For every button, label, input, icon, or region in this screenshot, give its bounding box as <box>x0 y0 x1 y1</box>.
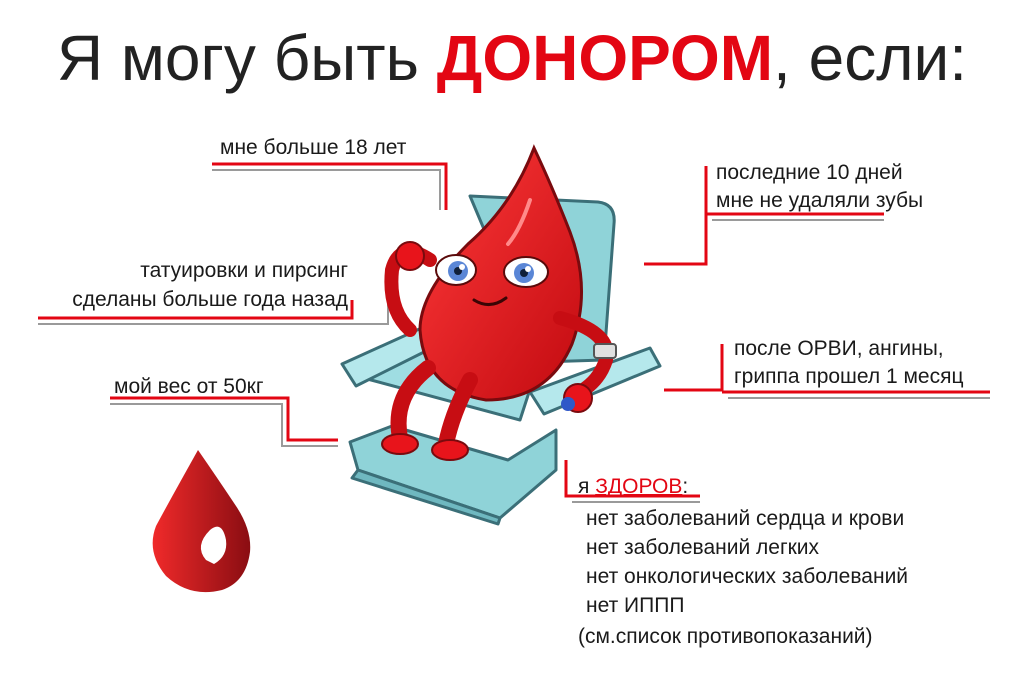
title-prefix: Я могу быть <box>56 22 437 94</box>
condition-weight: мой вес от 50кг <box>114 375 264 398</box>
blood-drop-mascot-icon <box>381 144 617 461</box>
blood-drop-logo-icon <box>152 450 251 593</box>
condition-illness-line2: гриппа прошел 1 месяц <box>734 365 964 388</box>
health-suffix: : <box>682 475 689 498</box>
page-title: Я могу быть ДОНОРОМ, если: <box>0 18 1024 98</box>
condition-illness-line1: после ОРВИ, ангины, <box>734 337 944 360</box>
connector-age <box>212 162 448 210</box>
connector-illness <box>664 344 724 392</box>
condition-age: мне больше 18 лет <box>220 136 407 159</box>
condition-tattoo-line2: сделаны больше года назад <box>72 288 348 311</box>
health-heading: я ЗДОРОВ: <box>578 472 688 502</box>
connector-health <box>564 460 700 498</box>
title-accent: ДОНОРОМ <box>436 22 774 94</box>
condition-teeth-line1: последние 10 дней <box>716 161 903 184</box>
health-prefix: я <box>578 475 596 498</box>
health-item: нет заболеваний легких <box>586 536 820 559</box>
connector-lines <box>38 162 990 503</box>
health-note: (см.список противопоказаний) <box>578 625 873 648</box>
condition-teeth-line2: мне не удаляли зубы <box>716 189 924 212</box>
health-item: нет заболеваний сердца и крови <box>586 507 905 530</box>
connector-teeth <box>644 166 708 266</box>
health-item: нет ИППП <box>586 594 685 617</box>
health-item: нет онкологических заболеваний <box>586 565 909 588</box>
health-highlight: ЗДОРОВ <box>595 475 683 498</box>
connector-weight <box>110 396 338 442</box>
title-suffix: , если: <box>773 22 968 94</box>
connector-tattoo <box>38 300 354 320</box>
condition-tattoo-line1: татуировки и пирсинг <box>140 259 348 282</box>
